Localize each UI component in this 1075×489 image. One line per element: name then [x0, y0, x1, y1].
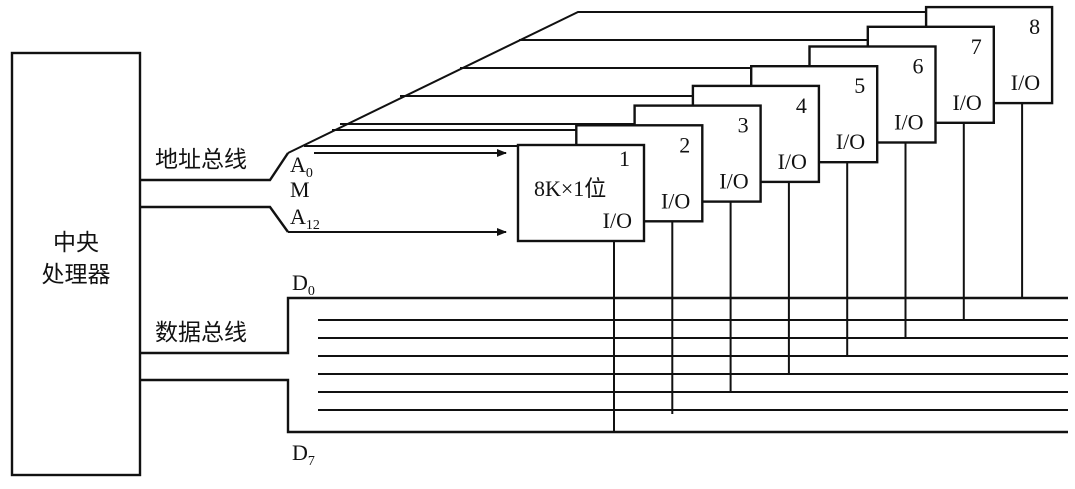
chip-1-box — [516, 143, 646, 243]
chip-6-io: I/O — [894, 110, 923, 135]
data-pin-d0: D0 — [292, 270, 315, 299]
address-pin-a12: A12 — [290, 204, 320, 233]
data-bus-trunk-top — [140, 296, 1068, 355]
chip-8-io: I/O — [1011, 70, 1040, 95]
address-line-a12-stub — [140, 205, 289, 233]
address-fanout-line-8 — [287, 11, 934, 154]
chip-1-capacity: 8K×1位 — [534, 176, 606, 201]
cpu-label-line1: 中央 — [53, 230, 99, 256]
chip-4-io: I/O — [778, 149, 807, 174]
address-bus: 地址总线 — [140, 11, 934, 236]
cpu-label-line2: 处理器 — [42, 262, 111, 288]
chip-stack: 8I/O7I/O6I/O5I/O4I/O3I/O2I/O — [575, 5, 1054, 414]
chip-6-number: 6 — [913, 54, 924, 79]
address-line-a0-stub — [140, 152, 289, 182]
data-bus-trunk-bottom — [140, 378, 1068, 434]
chip-7-number: 7 — [971, 34, 982, 59]
chip-5-number: 5 — [854, 73, 865, 98]
chip-3-io: I/O — [719, 169, 748, 194]
chip-1-io: I/O — [603, 208, 632, 233]
chip-2-number: 2 — [679, 132, 690, 157]
cpu-box — [10, 51, 142, 477]
data-bus-label: 数据总线 — [155, 320, 247, 346]
chip-3-number: 3 — [738, 113, 749, 138]
address-pin-m: M — [290, 177, 310, 202]
address-pin-a0: A0 — [290, 152, 313, 181]
cpu-block: 中央 处理器 — [10, 51, 142, 477]
chip-2-io: I/O — [661, 188, 690, 213]
address-bus-label: 地址总线 — [155, 147, 247, 173]
chip-8-number: 8 — [1029, 14, 1040, 39]
chip-5-io: I/O — [836, 129, 865, 154]
data-bus: 数据总线 D0 D7 — [140, 270, 1068, 469]
chip-4-number: 4 — [796, 93, 807, 118]
data-pin-d7: D7 — [292, 440, 315, 469]
chip-7-io: I/O — [952, 90, 981, 115]
address-pin-labels: A0 M A12 — [290, 152, 320, 233]
data-line-group — [318, 319, 1068, 411]
chip-1: 1 8K×1位 I/O — [516, 143, 646, 432]
chip-1-number: 1 — [619, 146, 630, 171]
